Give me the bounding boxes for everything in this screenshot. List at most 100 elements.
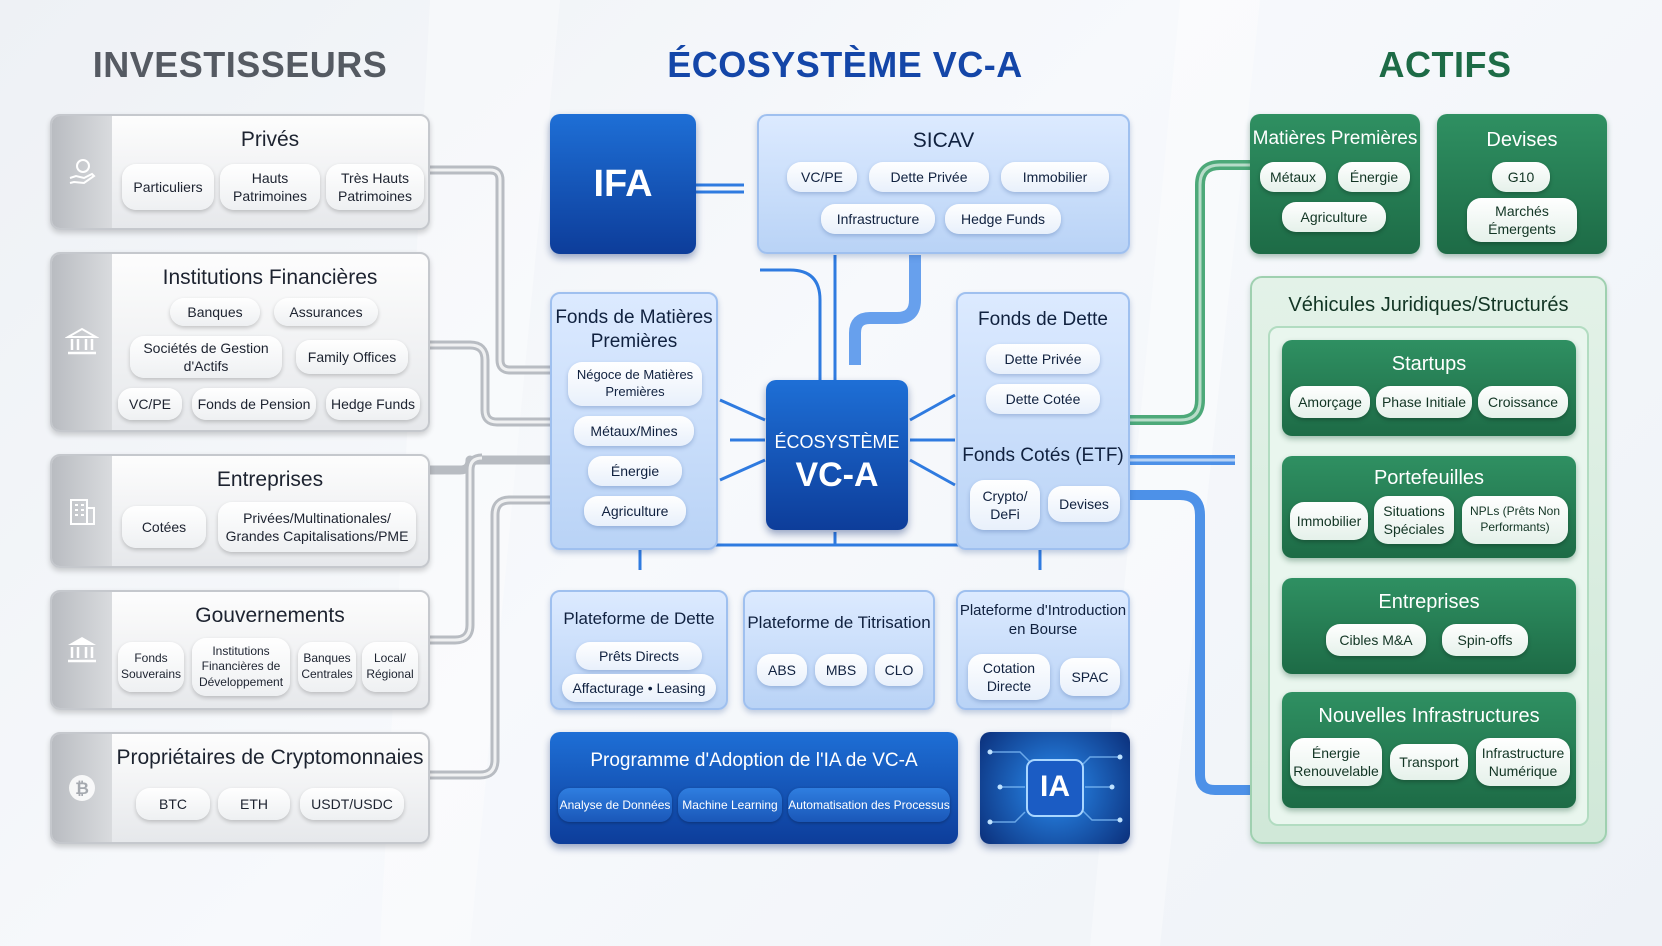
investor-pill: Local/ Régional — [362, 642, 418, 692]
fonds-mp-pill: Énergie — [588, 456, 682, 486]
investor-card-entreprises[interactable]: Entreprises Cotées Privées/Multinational… — [50, 454, 430, 568]
assets-title: ACTIFS — [1378, 44, 1512, 85]
sicav-pill: Infrastructure — [821, 204, 935, 234]
sicav-title: SICAV — [912, 129, 975, 152]
titrisation-pill: MBS — [815, 654, 867, 686]
vehicule-pill: Spin-offs — [1442, 624, 1528, 656]
investor-pill: Banques Centrales — [298, 642, 356, 692]
etf-pill: Crypto/ DeFi — [970, 480, 1040, 530]
vehicule-pill: Cibles M&A — [1326, 624, 1426, 656]
asset-matieres-title: Matières Premières — [1252, 128, 1418, 149]
vehicule-startups-box[interactable]: Startups Amorçage Phase Initiale Croissa… — [1282, 340, 1576, 436]
vehicule-title: Nouvelles Infrastructures — [1318, 705, 1540, 727]
plateforme-dette-box[interactable]: Plateforme de Dette Prêts Directs Affact… — [550, 590, 728, 710]
investor-pill: Fonds de Pension — [192, 388, 316, 420]
asset-pill: Marchés Émergents — [1467, 198, 1577, 242]
fonds-mp-pill: Négoce de Matières Premières — [568, 362, 702, 406]
vehicule-title: Entreprises — [1378, 591, 1480, 613]
vehicule-pill: Situations Spéciales — [1374, 496, 1454, 544]
vehicule-pill: NPLs (Prêts Non Performants) — [1462, 496, 1568, 544]
vehicule-title: Startups — [1391, 353, 1467, 375]
core-ecosystem-box[interactable]: ÉCOSYSTÈME VC-A — [766, 380, 908, 530]
plateforme-dette-title: Plateforme de Dette — [563, 609, 715, 628]
investor-title: Entreprises — [216, 468, 324, 491]
investor-title: Institutions Financières — [162, 266, 378, 289]
investor-card-gouvernements[interactable]: Gouvernements Fonds Souverains Instituti… — [50, 590, 430, 710]
investor-pill: Particuliers — [122, 164, 214, 210]
vehicule-pill: Immobilier — [1290, 502, 1368, 540]
investor-card-institutions[interactable]: Institutions Financières Banques Assuran… — [50, 252, 430, 432]
etf-title: Fonds Cotés (ETF) — [962, 445, 1124, 466]
investor-pill: Family Offices — [296, 340, 408, 374]
titrisation-pill: ABS — [757, 654, 807, 686]
asset-vehicules-box[interactable]: Véhicules Juridiques/Structurés Startups… — [1250, 276, 1607, 844]
investor-pill: Banques — [170, 298, 260, 326]
ia-program-pill: Analyse de Données — [558, 788, 672, 822]
asset-matieres-box[interactable]: Matières Premières Métaux Énergie Agricu… — [1250, 114, 1420, 254]
bank-icon — [52, 254, 112, 430]
fonds-dette-pill: Dette Privée — [986, 344, 1100, 374]
investor-pill: Assurances — [274, 298, 378, 326]
asset-devises-box[interactable]: Devises G10 Marchés Émergents — [1437, 114, 1607, 254]
blue-connectors — [638, 183, 1042, 570]
fonds-mp-pill: Agriculture — [584, 496, 686, 526]
asset-pill: Métaux — [1260, 162, 1326, 192]
core-line2: VC-A — [795, 456, 879, 494]
plateforme-bourse-box[interactable]: Plateforme d'Introduction en Bourse Cota… — [956, 590, 1130, 710]
ia-program-pill: Machine Learning — [678, 788, 782, 822]
core-line1: ÉCOSYSTÈME — [774, 432, 900, 452]
asset-vehicules-title: Véhicules Juridiques/Structurés — [1288, 294, 1569, 316]
vehicule-infrastructures-box[interactable]: Nouvelles Infrastructures Énergie Renouv… — [1282, 692, 1576, 808]
investor-pill: USDT/USDC — [300, 788, 404, 820]
investor-pill: Institutions Financières de Développemen… — [192, 638, 290, 696]
ia-program-pill: Automatisation des Processus — [788, 788, 950, 822]
ia-program-title: Programme d'Adoption de l'IA de VC-A — [590, 750, 918, 771]
investor-pill: Privées/Multinationales/ Grandes Capital… — [218, 502, 416, 552]
sicav-pill: Dette Privée — [869, 162, 989, 192]
ia-program-box[interactable]: Programme d'Adoption de l'IA de VC-A Ana… — [550, 732, 958, 844]
titrisation-pill: CLO — [875, 654, 923, 686]
plateforme-titrisation-box[interactable]: Plateforme de Titrisation ABS MBS CLO — [743, 590, 935, 710]
vehicule-pill: Transport — [1390, 744, 1468, 780]
vehicule-pill: Croissance — [1478, 386, 1568, 418]
fonds-mp-box[interactable]: Fonds de Matières Premières Négoce de Ma… — [550, 292, 718, 550]
fonds-dette-title: Fonds de Dette — [978, 309, 1108, 330]
bourse-pill: Cotation Directe — [968, 654, 1050, 700]
vehicule-entreprises-box[interactable]: Entreprises Cibles M&A Spin-offs — [1282, 578, 1576, 674]
ia-badge-label: IA — [1040, 770, 1070, 803]
vehicule-portefeuilles-box[interactable]: Portefeuilles Immobilier Situations Spéc… — [1282, 456, 1576, 558]
sicav-pill: VC/PE — [787, 162, 857, 192]
svg-text:₿: ₿ — [75, 779, 89, 799]
asset-pill: Énergie — [1338, 162, 1410, 192]
investor-card-prives[interactable]: Privés Particuliers Hauts Patrimoines Tr… — [50, 114, 430, 230]
investor-card-crypto[interactable]: ₿ Propriétaires de Cryptomonnaies BTC ET… — [50, 732, 430, 844]
sicav-box[interactable]: SICAV VC/PE Dette Privée Immobilier Infr… — [757, 114, 1130, 254]
asset-pill: Agriculture — [1282, 202, 1386, 232]
asset-pill: G10 — [1492, 162, 1550, 192]
ifa-box[interactable]: IFA — [550, 114, 696, 254]
government-icon — [52, 592, 112, 708]
investor-pill: Hauts Patrimoines — [220, 164, 320, 210]
fonds-dette-box[interactable]: Fonds de Dette Dette Privée Dette Cotée … — [956, 292, 1130, 550]
asset-devises-title: Devises — [1486, 129, 1558, 151]
etf-pill: Devises — [1048, 486, 1120, 522]
vehicule-pill: Énergie Renouvelable — [1290, 738, 1382, 786]
plateforme-dette-pill: Prêts Directs — [576, 642, 702, 670]
vehicule-pill: Phase Initiale — [1376, 386, 1472, 418]
circuit-icon — [987, 749, 1123, 825]
sicav-pill: Immobilier — [1001, 162, 1109, 192]
fonds-mp-title: Fonds de Matières Premières — [555, 307, 713, 352]
building-icon — [52, 456, 112, 566]
investor-pill: VC/PE — [118, 388, 182, 420]
investor-title: Propriétaires de Cryptomonnaies — [116, 746, 424, 769]
plateforme-bourse-title: Plateforme d'Introduction en Bourse — [959, 602, 1127, 638]
investors-title: INVESTISSEURS — [92, 44, 388, 85]
bitcoin-icon: ₿ — [52, 734, 112, 842]
ia-badge-box[interactable]: IA — [980, 732, 1130, 844]
investor-pill: ETH — [218, 788, 290, 820]
investor-pill: Très Hauts Patrimoines — [326, 164, 424, 210]
investor-title: Privés — [240, 128, 300, 151]
plateforme-titrisation-title: Plateforme de Titrisation — [747, 613, 931, 632]
ecosystem-title: ÉCOSYSTÈME VC-A — [667, 44, 1023, 85]
